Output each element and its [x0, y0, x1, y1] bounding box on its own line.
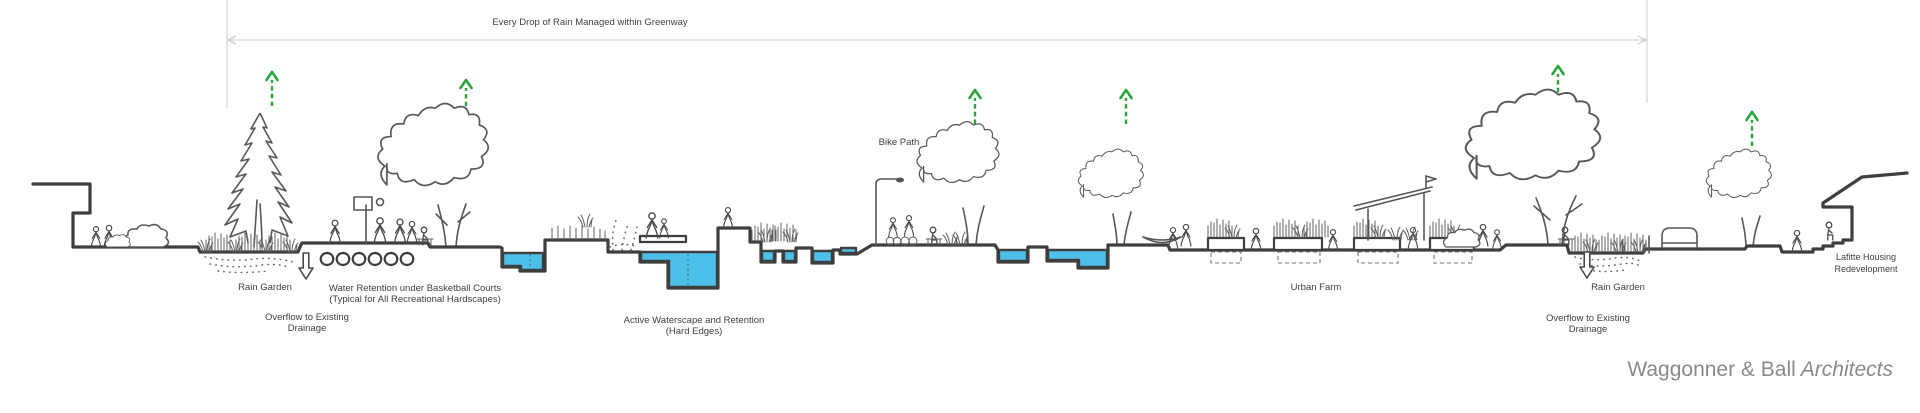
water-basin	[760, 249, 776, 263]
retention-pipe	[351, 251, 367, 267]
label-overflow-right-1: Overflow to Existing	[1546, 313, 1630, 324]
label-active-waterscape-1: Active Waterscape and Retention	[624, 315, 765, 326]
person-sitting	[929, 226, 938, 246]
active-waterscape	[551, 207, 799, 251]
evaporation-arrow-icon	[1119, 88, 1133, 126]
person	[329, 219, 341, 244]
person	[1791, 229, 1803, 253]
label-overflow-right-2: Drainage	[1569, 324, 1608, 335]
basketball-court	[319, 196, 434, 267]
rain-garden-left	[197, 232, 314, 280]
retention-pipe	[399, 251, 415, 267]
label-active-waterscape-2: (Hard Edges)	[666, 326, 723, 337]
water-basin	[997, 248, 1029, 263]
tree	[916, 120, 1000, 246]
ground-profile	[31, 171, 1909, 290]
tree-conifer	[224, 112, 293, 248]
cyclist	[903, 215, 915, 237]
person	[1250, 227, 1262, 251]
person	[1167, 227, 1179, 249]
label-overflow-left-1: Overflow to Existing	[265, 312, 349, 323]
bench	[925, 238, 943, 246]
tree-large	[1464, 88, 1602, 246]
label-rain-garden-left: Rain Garden	[238, 282, 292, 293]
evaporation-arrow-icon	[968, 88, 982, 126]
person	[406, 220, 418, 244]
person-sitting	[1825, 221, 1834, 241]
label-bike-path: Bike Path	[879, 137, 920, 148]
label-urban-farm: Urban Farm	[1291, 282, 1342, 293]
dimension-label: Every Drop of Rain Managed within Greenw…	[492, 17, 688, 28]
person	[1327, 229, 1339, 251]
dimension-line	[226, 0, 1648, 108]
bush	[1442, 228, 1481, 248]
label-water-retention-1: Water Retention under Basketball Courts	[329, 283, 502, 294]
label-lafitte-1: Lafitte Housing	[1836, 252, 1896, 262]
water-basin	[639, 250, 719, 289]
retention-pipe	[383, 251, 399, 267]
tree	[1077, 148, 1144, 246]
evaporation-arrow-icon	[1745, 110, 1759, 148]
water-basin	[839, 246, 858, 255]
tree	[377, 102, 490, 248]
water-basin	[782, 249, 797, 263]
label-water-retention-2: (Typical for All Recreational Hardscapes…	[329, 294, 501, 305]
deck-over-pool	[638, 234, 688, 244]
retention-pipe	[319, 251, 335, 267]
planter-bed	[1206, 236, 1246, 252]
planter-bed	[1272, 236, 1324, 252]
basketball-hoop-icon	[353, 196, 385, 244]
water-basin	[1046, 248, 1109, 269]
bench	[416, 238, 434, 246]
canoe-icon	[1142, 236, 1182, 244]
cyclist	[888, 217, 898, 238]
label-lafitte-2: Redevelopment	[1834, 264, 1898, 274]
tree	[1705, 148, 1772, 248]
label-overflow-left-2: Drainage	[288, 323, 327, 334]
storage-under-planter	[1277, 251, 1321, 264]
retention-pipe	[367, 251, 383, 267]
rain-garden-right	[1571, 232, 1650, 279]
storage-under-planter	[1210, 251, 1242, 264]
water-basins	[501, 246, 1109, 289]
storage-under-planter	[1433, 251, 1473, 264]
evaporation-arrow-icon	[265, 70, 279, 108]
person	[90, 226, 102, 248]
storage-under-planter	[1357, 251, 1399, 264]
canoe-area	[1142, 223, 1192, 249]
water-basin	[501, 251, 545, 272]
person	[373, 217, 387, 244]
water-basin	[811, 249, 834, 264]
street-lamp-icon	[875, 177, 904, 246]
overflow-arrow-icon	[298, 252, 314, 280]
person	[722, 207, 734, 229]
planter-bed	[1352, 236, 1402, 252]
person	[1492, 229, 1502, 250]
label-rain-garden-right: Rain Garden	[1591, 282, 1645, 293]
person	[645, 212, 659, 239]
farm-shed	[1353, 175, 1437, 241]
person	[393, 218, 407, 244]
bike-path	[875, 177, 969, 246]
person	[1180, 223, 1192, 247]
retention-pipe	[335, 251, 351, 267]
car-icon	[1661, 227, 1698, 249]
